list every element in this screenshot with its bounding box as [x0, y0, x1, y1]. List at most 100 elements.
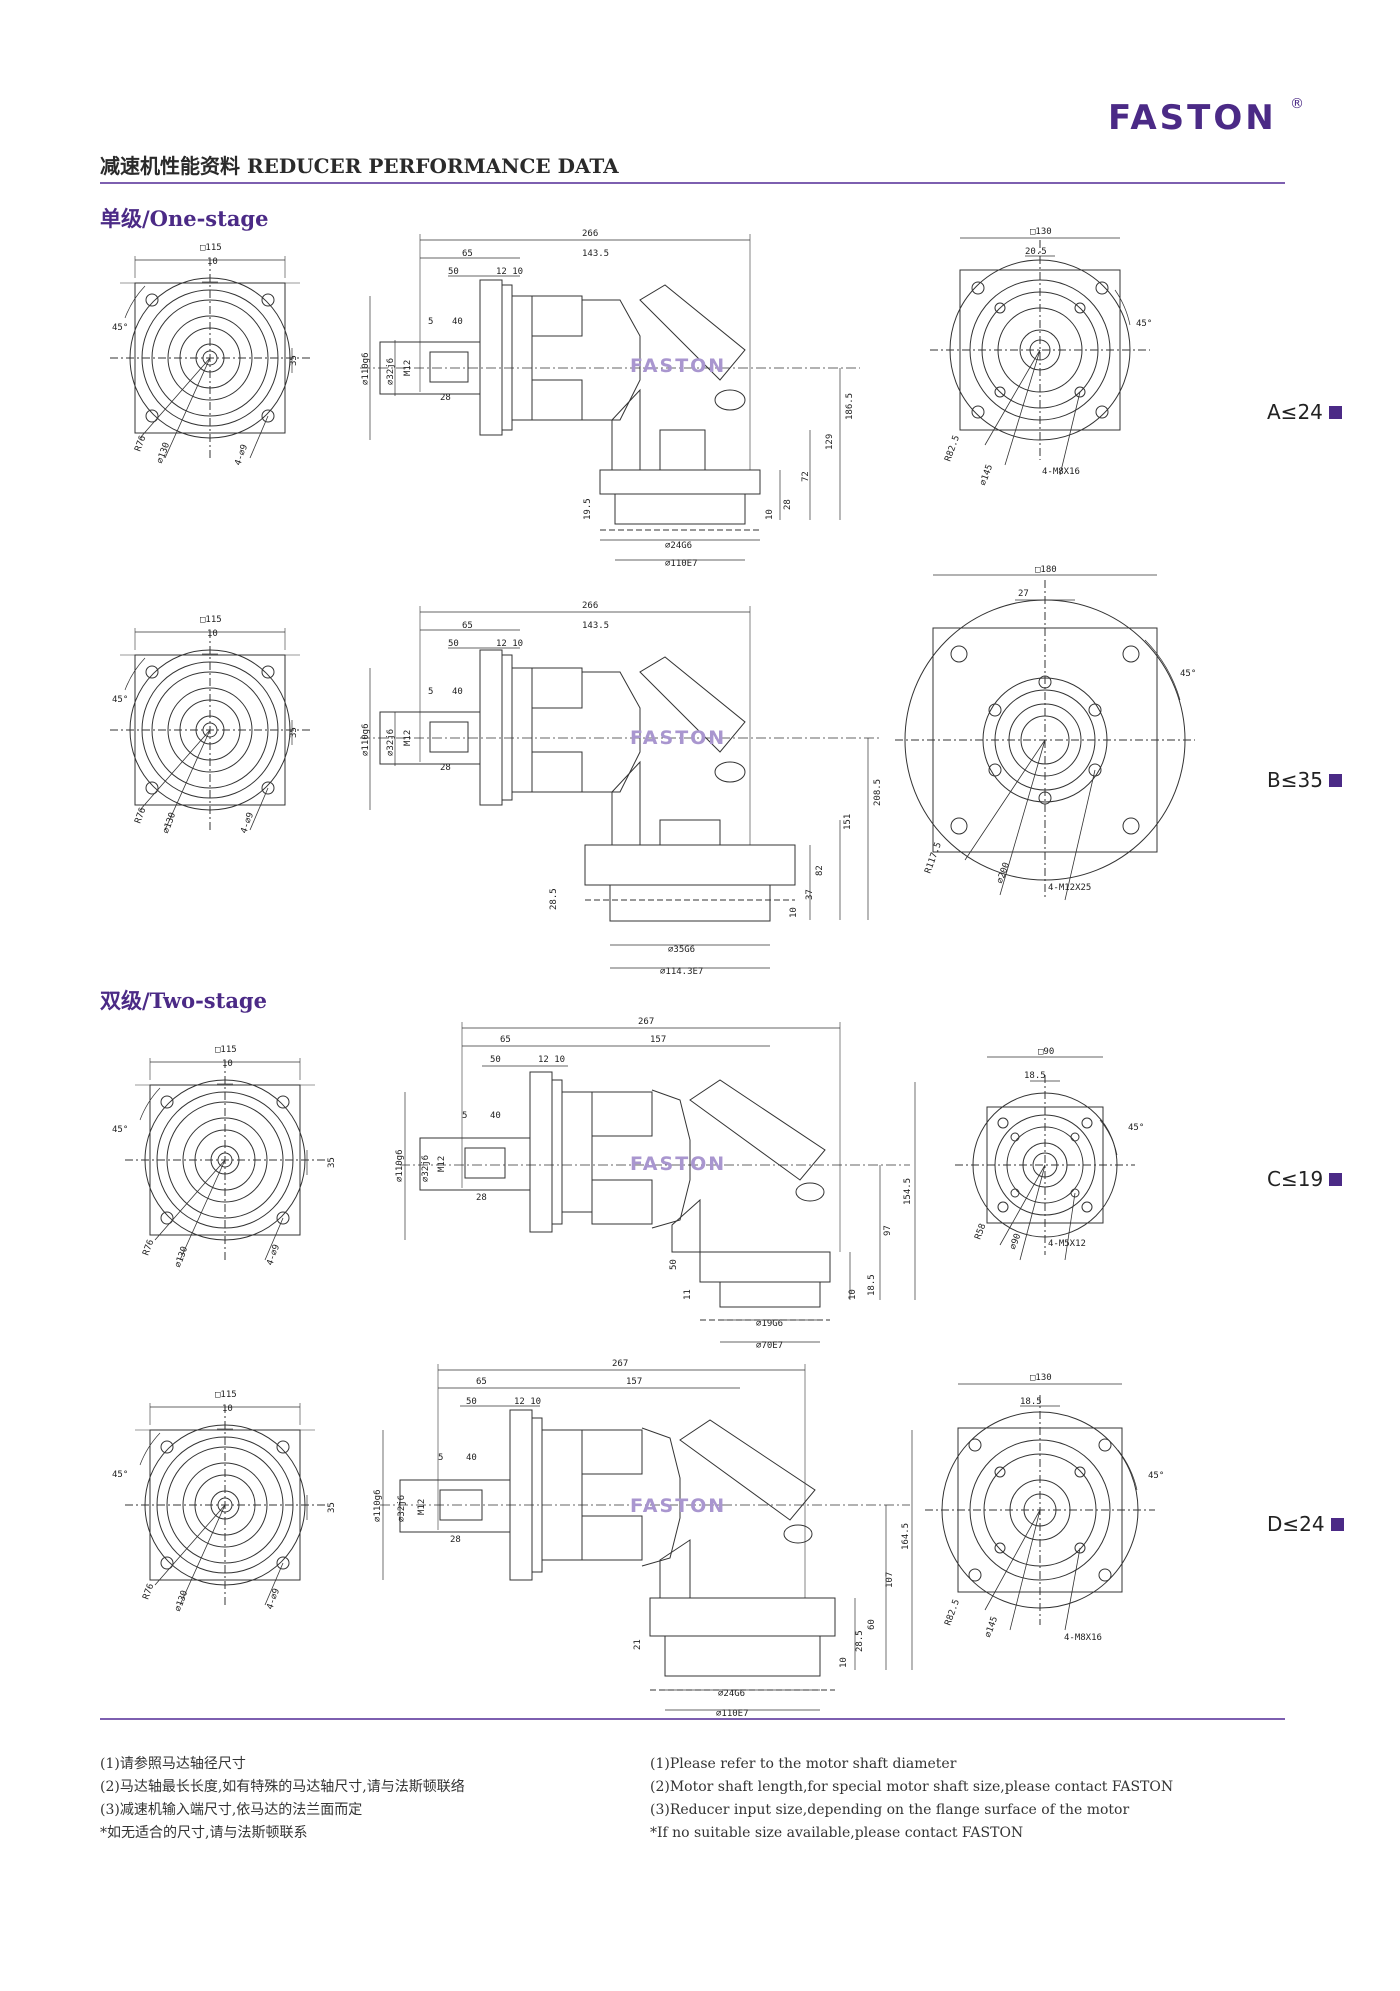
- svg-text:⌀110g6: ⌀110g6: [361, 723, 371, 756]
- svg-text:35: 35: [289, 355, 299, 366]
- svg-text:82: 82: [815, 865, 825, 876]
- svg-text:154.5: 154.5: [903, 1178, 913, 1205]
- svg-text:143.5: 143.5: [582, 249, 609, 259]
- svg-text:4-⌀9: 4-⌀9: [265, 1243, 282, 1267]
- svg-text:⌀130: ⌀130: [155, 441, 172, 465]
- drawing-a: □115 10 45° 35 R76 ⌀130 4-⌀9: [109, 227, 1152, 569]
- svg-text:186.5: 186.5: [845, 393, 855, 420]
- note-en-1: (1)Please refer to the motor shaft diame…: [650, 1756, 957, 1772]
- note-cn-2: (2)马达轴最长长度,如有特殊的马达轴尺寸,请与法斯顿联络: [100, 1779, 465, 1795]
- svg-text:65: 65: [500, 1035, 511, 1045]
- note-cn-3: (3)减速机输入端尺寸,依马达的法兰面而定: [100, 1802, 363, 1818]
- svg-text:65: 65: [462, 249, 473, 259]
- svg-text:12 10: 12 10: [496, 639, 523, 649]
- svg-text:⌀114.3E7: ⌀114.3E7: [660, 967, 703, 977]
- svg-text:40: 40: [466, 1453, 477, 1463]
- svg-text:18.5: 18.5: [1024, 1071, 1046, 1081]
- svg-text:28.5: 28.5: [549, 888, 559, 910]
- note-en-3: (3)Reducer input size,depending on the f…: [650, 1802, 1130, 1818]
- svg-text:⌀110E7: ⌀110E7: [665, 559, 698, 569]
- svg-text:M12: M12: [437, 1156, 447, 1172]
- svg-text:M12: M12: [417, 1499, 427, 1515]
- rating-b: B≤35: [1267, 768, 1342, 792]
- svg-text:35: 35: [289, 727, 299, 738]
- registered-mark: ®: [1290, 96, 1304, 112]
- svg-text:107: 107: [885, 1572, 895, 1588]
- svg-text:⌀32j6: ⌀32j6: [386, 729, 396, 756]
- svg-text:⌀145: ⌀145: [978, 463, 995, 487]
- svg-text:35: 35: [327, 1502, 337, 1513]
- svg-text:28: 28: [450, 1535, 461, 1545]
- svg-text:5: 5: [428, 687, 433, 697]
- svg-text:18.5: 18.5: [1020, 1397, 1042, 1407]
- note-en-4: *If no suitable size available,please co…: [650, 1825, 1024, 1841]
- svg-text:28: 28: [440, 763, 451, 773]
- svg-text:10: 10: [848, 1289, 858, 1300]
- svg-text:⌀24G6: ⌀24G6: [718, 1689, 745, 1699]
- svg-text:⌀110g6: ⌀110g6: [373, 1489, 383, 1522]
- svg-text:R76: R76: [141, 1238, 156, 1257]
- svg-text:□130: □130: [1030, 1373, 1052, 1383]
- svg-text:50: 50: [669, 1259, 679, 1270]
- footer-rule: [100, 1718, 1285, 1720]
- svg-text:□90: □90: [1038, 1047, 1054, 1057]
- svg-text:4-M8X16: 4-M8X16: [1064, 1633, 1102, 1643]
- watermark: FASTON: [630, 727, 726, 749]
- svg-text:266: 266: [582, 229, 598, 239]
- svg-text:4-⌀9: 4-⌀9: [265, 1587, 282, 1611]
- svg-text:11: 11: [683, 1289, 693, 1300]
- drawing-c: □115 10 45° 35 R76 ⌀130 4-⌀9: [112, 1017, 1144, 1351]
- svg-text:10: 10: [765, 509, 775, 520]
- svg-text:R82.5: R82.5: [943, 1598, 962, 1627]
- svg-text:⌀110g6: ⌀110g6: [395, 1149, 405, 1182]
- note-cn-4: *如无适合的尺寸,请与法斯顿联系: [100, 1825, 308, 1841]
- svg-text:28.5: 28.5: [855, 1630, 865, 1652]
- svg-text:⌀19G6: ⌀19G6: [756, 1319, 783, 1329]
- page-title: 减速机性能资料 REDUCER PERFORMANCE DATA: [100, 154, 619, 178]
- svg-text:M12: M12: [403, 360, 413, 376]
- svg-text:27: 27: [1018, 589, 1029, 599]
- svg-text:45°: 45°: [1148, 1471, 1164, 1481]
- svg-text:266: 266: [582, 601, 598, 611]
- svg-text:R76: R76: [133, 806, 148, 825]
- notes-english: (1)Please refer to the motor shaft diame…: [650, 1753, 1173, 1845]
- svg-text:28: 28: [476, 1193, 487, 1203]
- svg-text:10: 10: [839, 1657, 849, 1668]
- svg-text:□115: □115: [215, 1045, 237, 1055]
- drawing-d: □115 10 45° 35 R76 ⌀130 4-⌀9: [112, 1359, 1164, 1719]
- svg-text:□115: □115: [200, 615, 222, 625]
- svg-text:⌀32j6: ⌀32j6: [397, 1495, 407, 1522]
- svg-text:⌀145: ⌀145: [983, 1615, 1000, 1639]
- svg-text:R76: R76: [133, 434, 148, 453]
- watermark: FASTON: [630, 355, 726, 377]
- svg-text:4-⌀9: 4-⌀9: [233, 443, 250, 467]
- watermark: FASTON: [630, 1153, 726, 1175]
- svg-text:M12: M12: [403, 730, 413, 746]
- svg-text:50: 50: [466, 1397, 477, 1407]
- svg-text:⌀130: ⌀130: [173, 1589, 190, 1613]
- note-en-2: (2)Motor shaft length,for special motor …: [650, 1779, 1174, 1795]
- svg-text:5: 5: [462, 1111, 467, 1121]
- svg-text:⌀200: ⌀200: [995, 861, 1012, 885]
- svg-text:164.5: 164.5: [901, 1523, 911, 1550]
- svg-text:⌀70E7: ⌀70E7: [756, 1341, 783, 1351]
- rating-d: D≤24: [1267, 1512, 1344, 1536]
- svg-text:35: 35: [327, 1157, 337, 1168]
- svg-text:65: 65: [476, 1377, 487, 1387]
- svg-text:40: 40: [490, 1111, 501, 1121]
- svg-text:40: 40: [452, 317, 463, 327]
- svg-text:50: 50: [490, 1055, 501, 1065]
- svg-text:45°: 45°: [112, 323, 128, 333]
- drawing-b: □115 10 45° 35 R76 ⌀130 4-⌀9: [109, 565, 1196, 977]
- svg-text:28: 28: [440, 393, 451, 403]
- svg-text:10: 10: [207, 257, 218, 267]
- svg-text:□130: □130: [1030, 227, 1052, 237]
- svg-text:10: 10: [222, 1059, 233, 1069]
- svg-text:50: 50: [448, 267, 459, 277]
- svg-text:4-⌀9: 4-⌀9: [239, 811, 256, 835]
- svg-text:10: 10: [789, 907, 799, 918]
- svg-text:10: 10: [222, 1404, 233, 1414]
- svg-text:151: 151: [843, 814, 853, 830]
- svg-text:⌀32j6: ⌀32j6: [421, 1155, 431, 1182]
